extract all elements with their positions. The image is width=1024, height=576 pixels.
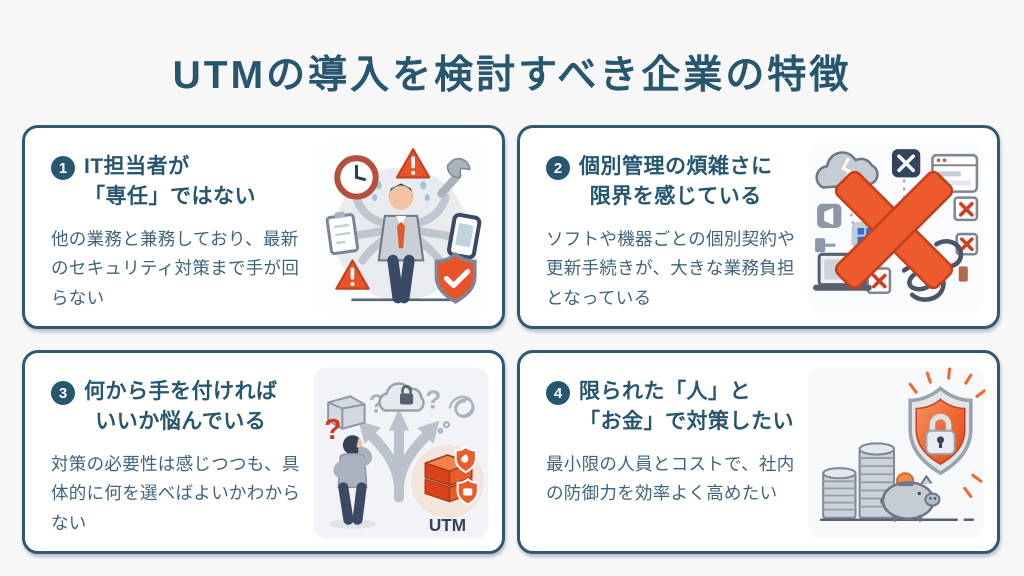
tablet-icon [447, 212, 482, 260]
flame-shield-badge [454, 445, 477, 474]
lock-shield-badge [456, 477, 479, 506]
card-text-block: 4 限られた「人」と 「お金」で対策したい 最小限の人員とコストで、社内の防御力… [546, 367, 797, 509]
card-title-line2: 「専任」ではない [84, 184, 256, 208]
card-number-badge: 1 [51, 156, 75, 180]
card-description: 他の業務と兼務しており、最新のセキュリティ対策まで手が回らない [51, 228, 300, 309]
card-title-line1: 何から手を付ければ [84, 380, 278, 403]
card-text-block: 2 個別管理の煩雑さに 限界を感じている ソフトや機器ごとの個別契約や更新手続き… [546, 142, 797, 314]
card-text-block: 3 何から手を付ければ いいか悩んでいる 対策の必要性は感じつつも、具体的に何を… [51, 367, 302, 539]
card-title-line1: IT担当者が [84, 155, 190, 178]
card-title-line1: 個別管理の煩雑さに [579, 155, 773, 178]
card-dont-know-where-to-start: 3 何から手を付ければ いいか悩んでいる 対策の必要性は感じつつも、具体的に何を… [22, 350, 505, 554]
card-title: IT担当者が 「専任」ではない [84, 152, 256, 212]
card-description: 対策の必要性は感じつつも、具体的に何を選べばよいかわからない [51, 453, 301, 534]
card-title-line1: 限られた「人」と [579, 380, 751, 403]
card-limited-people-and-money: 4 限られた「人」と 「お金」で対策したい 最小限の人員とコストで、社内の防御力… [517, 350, 1000, 554]
page-title: UTMの導入を検討すべき企業の特徴 [172, 54, 852, 97]
card-number-badge: 3 [51, 381, 75, 405]
wrench-icon [437, 157, 471, 198]
warning-triangle-icon [395, 148, 431, 179]
thinking-person [329, 435, 376, 529]
scribble-icon [437, 395, 475, 434]
box-icon [327, 395, 366, 430]
utm-device: UTM [411, 444, 484, 535]
red-question-mark: ? [324, 413, 341, 445]
card-title: 限られた「人」と 「お金」で対策したい [579, 377, 794, 437]
warning-triangle-icon [335, 259, 370, 290]
shield-check-icon [434, 251, 477, 304]
error-box-icon [955, 232, 979, 256]
sweat-drops [372, 181, 430, 202]
branching-arrows [358, 408, 440, 503]
multitasking-it-person-illustration [312, 141, 490, 315]
person-at-crossroads-illustration: ? ? [312, 366, 490, 540]
usb-plug-icon [815, 238, 836, 253]
error-box-icon [866, 267, 892, 294]
sparkle-rays [908, 367, 985, 499]
card-header: 1 IT担当者が 「専任」ではない [51, 152, 302, 212]
coin-stacks [822, 442, 895, 519]
question-mark: ? [425, 385, 441, 415]
card-title-line2: いいか悩んでいる [95, 409, 267, 433]
card-title-line2: 「お金」で対策したい [579, 409, 794, 433]
clock-icon [334, 155, 379, 200]
card-number-badge: 4 [546, 381, 570, 405]
error-box-icon [953, 196, 979, 222]
card-text-block: 1 IT担当者が 「専任」ではない 他の業務と兼務しており、最新のセキュリティ対… [51, 142, 302, 314]
card-header: 2 個別管理の煩雑さに 限界を感じている [546, 152, 797, 212]
person-body [377, 183, 425, 304]
piggy-bank-icon [880, 472, 941, 522]
card-description: 最小限の人員とコストで、社内の防御力を効率よく高めたい [546, 453, 795, 504]
shield-piggybank-coins-illustration [807, 366, 985, 540]
office-app-icon [817, 203, 842, 228]
card-individual-management-limit: 2 個別管理の煩雑さに 限界を感じている ソフトや機器ごとの個別契約や更新手続き… [517, 125, 1000, 329]
card-title: 何から手を付ければ いいか悩んでいる [84, 377, 278, 437]
infographic-page: UTMの導入を検討すべき企業の特徴 1 IT担当者が 「専任」ではない 他の業務… [22, 54, 1000, 554]
tangled-devices-illustration [807, 141, 985, 315]
card-title-line2: 限界を感じている [589, 184, 762, 208]
clipboard-icon [325, 211, 360, 256]
tools-badge-icon [891, 149, 921, 178]
card-header: 3 何から手を付ければ いいか悩んでいる [51, 377, 302, 437]
cards-grid: 1 IT担当者が 「専任」ではない 他の業務と兼務しており、最新のセキュリティ対… [22, 125, 1000, 554]
utm-label: UTM [429, 515, 466, 535]
card-header: 4 限られた「人」と 「お金」で対策したい [546, 377, 797, 437]
cloud-lock-icon [378, 382, 425, 412]
card-number-badge: 2 [546, 156, 570, 180]
card-description: ソフトや機器ごとの個別契約や更新手続きが、大きな業務負担となっている [546, 228, 796, 309]
big-x-mark [834, 170, 954, 290]
shield-lock-icon [908, 385, 973, 476]
card-title: 個別管理の煩雑さに 限界を感じている [579, 152, 773, 212]
card-it-staff-not-dedicated: 1 IT担当者が 「専任」ではない 他の業務と兼務しており、最新のセキュリティ対… [22, 125, 505, 329]
